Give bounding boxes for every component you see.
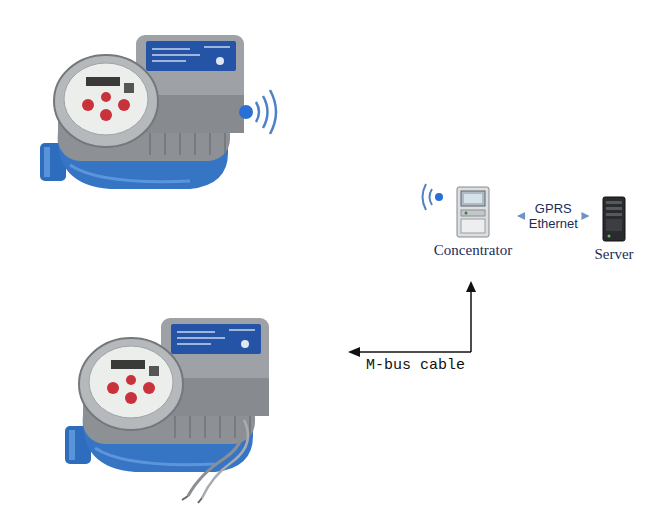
concentrator-node: Concentrator bbox=[430, 186, 516, 259]
cable-label: M-bus cable bbox=[366, 357, 465, 374]
server-node: Server bbox=[590, 196, 637, 263]
node-caption: Concentrator bbox=[434, 241, 512, 259]
link-label: GPRS Ethernet bbox=[526, 200, 581, 232]
concentrator-icon bbox=[434, 186, 512, 238]
server-icon bbox=[594, 196, 633, 242]
node-caption: Server bbox=[594, 245, 633, 263]
